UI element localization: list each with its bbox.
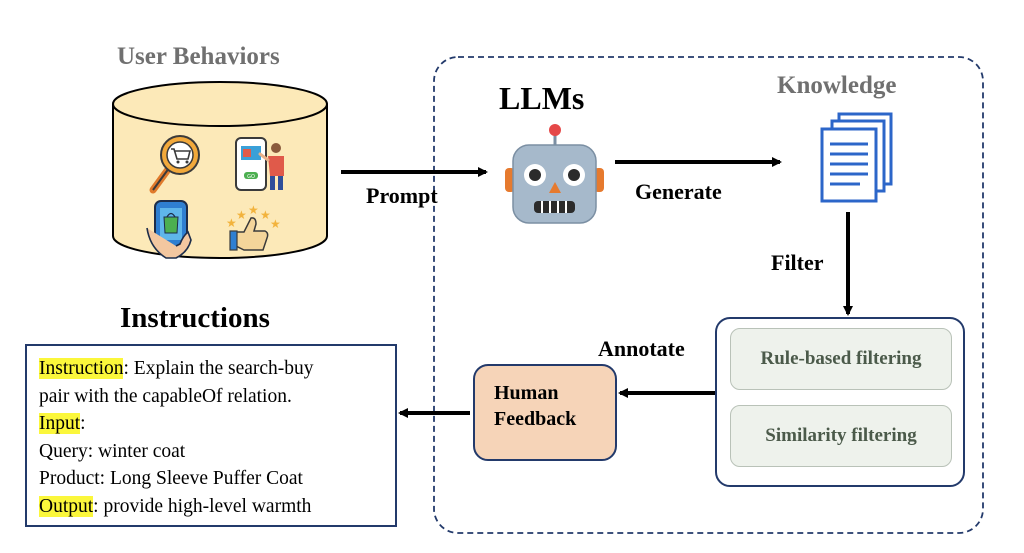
- robot-icon: [505, 124, 604, 224]
- user-behaviors-label: User Behaviors: [117, 43, 280, 70]
- product-line: Product: Long Sleeve Puffer Coat: [39, 468, 303, 489]
- svg-text:★: ★: [226, 216, 237, 230]
- input-colon: :: [80, 413, 86, 434]
- user-behaviors-database: [112, 81, 328, 259]
- phone-bag-icon: [146, 200, 192, 259]
- instructions-title: Instructions: [120, 302, 270, 334]
- human-feedback-line1: Human: [494, 382, 559, 404]
- output-key: Output: [39, 495, 94, 517]
- human-feedback-line2: Feedback: [494, 408, 577, 430]
- instruction-text: : Explain the search-buy: [123, 358, 314, 379]
- llms-label: LLMs: [499, 80, 585, 116]
- output-line: Output: provide high-level warmth: [39, 493, 395, 521]
- instruction-key: Instruction: [39, 358, 124, 379]
- input-key: Input: [39, 413, 81, 434]
- annotate-label: Annotate: [598, 336, 685, 361]
- input-line: Input:: [39, 410, 395, 438]
- document-stack-icon: [820, 112, 893, 203]
- similarity-filtering-box: Similarity filtering: [730, 405, 952, 467]
- phone-shopper-icon: GO: [235, 137, 284, 191]
- llm-pipeline-container: [433, 56, 984, 534]
- output-text: : provide high-level warmth: [93, 495, 312, 517]
- svg-text:★: ★: [270, 217, 281, 231]
- svg-text:★: ★: [260, 208, 271, 222]
- svg-text:★: ★: [236, 208, 247, 222]
- thumbs-up-stars-icon: ★ ★ ★ ★ ★: [226, 203, 281, 251]
- rule-based-filtering-box: Rule-based filtering: [730, 328, 952, 390]
- human-feedback-label: Human Feedback: [474, 380, 616, 432]
- shopping-cart-search-icon: [149, 135, 200, 194]
- generate-label: Generate: [635, 179, 722, 204]
- instruction-line-2: pair with the capableOf relation.: [39, 385, 292, 407]
- instruction-line: Instruction: Explain the search-buy: [39, 355, 395, 383]
- filter-label: Filter: [771, 250, 824, 275]
- query-line: Query: winter coat: [39, 440, 186, 462]
- svg-text:★: ★: [248, 203, 259, 217]
- human-feedback-box: [473, 364, 617, 461]
- knowledge-label: Knowledge: [777, 72, 897, 99]
- instruction-example-panel: Instruction: Explain the search-buy pair…: [25, 344, 397, 527]
- svg-text:GO: GO: [247, 174, 255, 180]
- prompt-label: Prompt: [366, 183, 438, 208]
